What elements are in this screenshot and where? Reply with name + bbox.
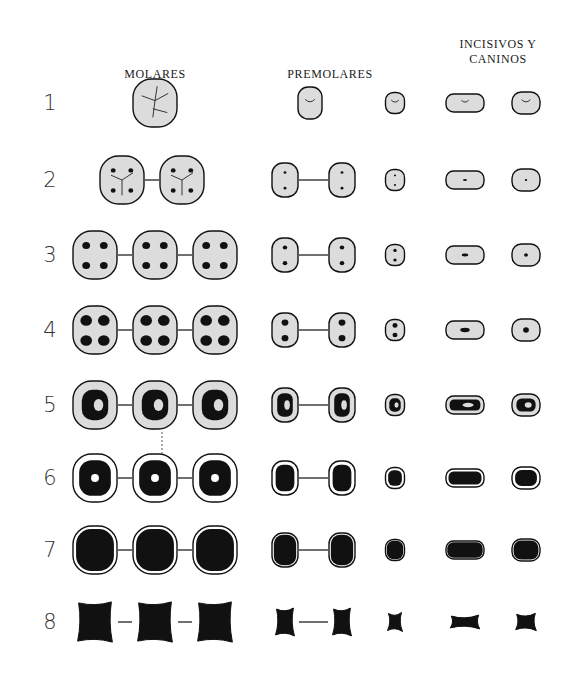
separator-dash (145, 179, 159, 180)
premolar-tooth (329, 238, 355, 272)
incisor-tooth (446, 246, 484, 264)
premolar-tooth (272, 238, 298, 272)
premolar-tooth (386, 395, 405, 416)
molar-tooth (193, 454, 237, 502)
molar-tooth (193, 526, 237, 574)
canine-tooth (512, 539, 540, 561)
premolar-tooth (272, 313, 298, 347)
incisor-tooth (446, 171, 484, 189)
molar-tooth (73, 306, 117, 354)
separator-dash (178, 254, 192, 255)
molar-tooth (133, 454, 177, 502)
stage-number: 8 (43, 610, 56, 634)
separator-dash (118, 404, 132, 405)
canine-tooth (512, 394, 540, 416)
molar-tooth (193, 306, 237, 354)
separator-dash (178, 621, 192, 622)
canine-tooth (516, 613, 537, 630)
premolar-tooth (272, 388, 298, 422)
incisor-tooth (446, 321, 484, 339)
incisor-tooth (446, 396, 484, 414)
separator-dash (178, 549, 192, 550)
stage-number: 6 (43, 466, 56, 490)
molar-tooth (198, 602, 233, 642)
stage-number: 2 (43, 168, 56, 192)
canine-tooth (512, 169, 540, 191)
premolar-tooth (329, 388, 355, 422)
premolar-tooth (333, 608, 352, 636)
molar-tooth (133, 381, 177, 429)
molar-tooth (78, 602, 113, 642)
separator-dash (178, 404, 192, 405)
premolar-tooth (386, 320, 405, 341)
separator-dash (118, 254, 132, 255)
column-heading: INCISIVOS Y CANINOS (442, 37, 554, 67)
dotted-guide (162, 432, 163, 454)
incisor-tooth (450, 615, 479, 629)
canine-tooth (512, 467, 540, 489)
column-heading: PREMOLARES (287, 67, 372, 82)
incisor-tooth (446, 541, 484, 559)
premolar-tooth (329, 313, 355, 347)
premolar-tooth (298, 87, 322, 119)
separator-dash (299, 621, 328, 622)
molar-tooth (138, 602, 173, 642)
canine-tooth (512, 244, 540, 266)
canine-tooth (512, 319, 540, 341)
column-heading: MOLARES (124, 67, 186, 82)
premolar-tooth (272, 163, 298, 197)
separator-dash (299, 477, 328, 478)
canine-tooth (512, 92, 540, 114)
stage-number: 1 (43, 91, 56, 115)
stage-number: 3 (43, 243, 56, 267)
premolar-tooth (272, 533, 298, 567)
molar-tooth (193, 381, 237, 429)
stage-number: 7 (43, 538, 56, 562)
premolar-tooth (388, 613, 403, 632)
premolar-tooth (386, 468, 405, 489)
molar-tooth (73, 454, 117, 502)
separator-dash (299, 329, 328, 330)
separator-dash (299, 254, 328, 255)
molar-tooth (73, 231, 117, 279)
premolar-tooth (386, 540, 405, 561)
premolar-tooth (276, 608, 295, 636)
separator-dash (118, 329, 132, 330)
premolar-tooth (329, 533, 355, 567)
separator-dash (178, 329, 192, 330)
separator-dash (118, 549, 132, 550)
molar-tooth (73, 526, 117, 574)
separator-dash (299, 549, 328, 550)
molar-tooth (133, 79, 177, 127)
incisor-tooth (446, 94, 484, 112)
premolar-tooth (386, 170, 405, 191)
separator-dash (299, 404, 328, 405)
stage-number: 4 (43, 318, 56, 342)
molar-tooth (133, 306, 177, 354)
separator-dash (178, 477, 192, 478)
separator-dash (118, 477, 132, 478)
premolar-tooth (272, 461, 298, 495)
premolar-tooth (329, 461, 355, 495)
molar-tooth (133, 231, 177, 279)
molar-tooth (73, 381, 117, 429)
separator-dash (299, 179, 328, 180)
molar-tooth (133, 526, 177, 574)
premolar-tooth (386, 245, 405, 266)
molar-tooth (160, 156, 204, 204)
premolar-tooth (329, 163, 355, 197)
molar-tooth (100, 156, 144, 204)
molar-tooth (193, 231, 237, 279)
stage-number: 5 (43, 393, 56, 417)
separator-dash (118, 621, 132, 622)
incisor-tooth (446, 469, 484, 487)
premolar-tooth (386, 93, 405, 114)
